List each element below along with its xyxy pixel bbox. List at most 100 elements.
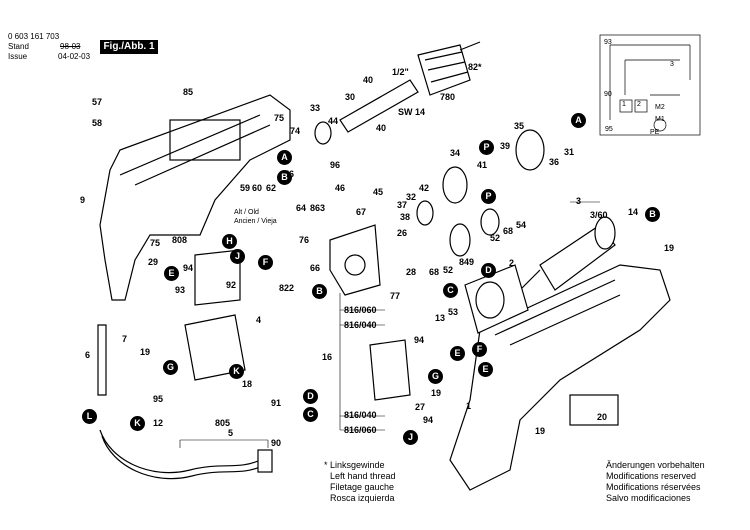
part-label: 52: [443, 265, 454, 275]
part-label: 91: [271, 398, 282, 408]
part-label: 1/2": [392, 67, 409, 77]
part-label: 19: [535, 426, 546, 436]
part-label: 19: [140, 347, 151, 357]
part-label: 76: [299, 235, 310, 245]
part-label: 64: [296, 203, 307, 213]
part-label: 96: [330, 160, 341, 170]
part-label: 39: [500, 141, 511, 151]
part-label: 75: [274, 113, 285, 123]
part-label: 68: [429, 267, 440, 277]
footnote-line: Rosca izquierda: [330, 493, 395, 503]
part-label: 19: [431, 388, 442, 398]
part-label: 77: [390, 291, 401, 301]
part-label: 42: [419, 183, 430, 193]
part-label: 31: [564, 147, 575, 157]
disclaimer-line: Modifications réservées: [606, 482, 701, 492]
part-label: 808: [172, 235, 188, 245]
housing-left-half: [99, 94, 291, 301]
footnote-line: Left hand thread: [330, 471, 396, 481]
part-label: 780: [440, 92, 456, 102]
part-label: 32: [406, 192, 417, 202]
stand-date: 98-03: [60, 42, 81, 51]
part-label: 58: [92, 118, 103, 128]
figure-label: Fig./Abb. 1: [100, 40, 158, 54]
reference-marker: C: [303, 407, 318, 422]
part-label: 94: [414, 335, 425, 345]
reference-marker: A: [571, 113, 586, 128]
part-label: 3: [576, 196, 582, 206]
schematic-label: 90: [604, 91, 612, 98]
part-label: 68: [503, 226, 514, 236]
cable-protector: [97, 324, 107, 396]
part-label: 14: [628, 207, 639, 217]
schematic-label: 93: [604, 39, 612, 46]
part-label: 67: [356, 207, 367, 217]
reference-marker: E: [450, 346, 465, 361]
chuck: [417, 41, 481, 96]
part-label: 6: [85, 350, 91, 360]
part-label: 816/040: [344, 410, 377, 420]
gears: [314, 121, 545, 257]
schematic-label: 3: [670, 61, 674, 68]
stand-label: Stand: [8, 42, 29, 51]
part-label: 45: [373, 187, 384, 197]
footnote-line: Filetage gauche: [330, 482, 395, 492]
reference-marker: D: [481, 263, 496, 278]
part-label: 33: [310, 103, 321, 113]
reference-marker: D: [303, 389, 318, 404]
part-label: 822: [279, 283, 295, 293]
reference-marker: K: [229, 364, 244, 379]
part-label: 26: [397, 228, 408, 238]
part-label: 94: [183, 263, 194, 273]
reference-marker: G: [428, 369, 443, 384]
part-label: 94: [423, 415, 434, 425]
leader-lines: [179, 201, 600, 448]
part-label: 16: [322, 352, 333, 362]
part-label: 7: [122, 334, 128, 344]
disclaimer-line: Salvo modificaciones: [606, 493, 691, 503]
issue-label: Issue: [8, 52, 28, 61]
schematic-label: M2: [655, 104, 665, 111]
part-label: 816/060: [344, 425, 377, 435]
part-label: 57: [92, 97, 103, 107]
part-label: 41: [477, 160, 488, 170]
part-label: 44: [328, 116, 339, 126]
part-label: 18: [242, 379, 253, 389]
reference-marker: F: [472, 342, 487, 357]
part-label: 66: [310, 263, 321, 273]
schematic-label: M1: [655, 116, 665, 123]
reference-marker: J: [403, 430, 418, 445]
part-label: 36: [549, 157, 560, 167]
part-label: 20: [597, 412, 608, 422]
part-label: 93: [175, 285, 186, 295]
part-label: 38: [400, 212, 411, 222]
schematic-label: PE: [650, 129, 660, 136]
part-label: 54: [516, 220, 527, 230]
part-label: 40: [376, 123, 387, 133]
part-label: 40: [363, 75, 374, 85]
part-label: 849: [459, 257, 475, 267]
gearbox-cover: [329, 224, 381, 296]
reference-marker: K: [130, 416, 145, 431]
brush-holder: [369, 339, 411, 401]
reference-marker: G: [163, 360, 178, 375]
part-label: 9: [80, 195, 86, 205]
reference-marker: A: [277, 150, 292, 165]
schematic-label: 95: [605, 126, 613, 133]
part-label: 5: [228, 428, 234, 438]
reference-marker: B: [645, 207, 660, 222]
part-label: 3/60: [590, 210, 608, 220]
reference-marker: C: [443, 283, 458, 298]
part-number: 0 603 161 703: [8, 32, 60, 41]
reference-marker: B: [312, 284, 327, 299]
stator: [464, 264, 529, 334]
part-label: 85: [183, 87, 194, 97]
reference-marker: B: [277, 170, 292, 185]
part-label: 92: [226, 280, 237, 290]
reference-marker: F: [258, 255, 273, 270]
part-label: 2: [509, 258, 515, 268]
reference-marker: E: [164, 266, 179, 281]
part-label: 37: [397, 200, 408, 210]
reference-marker: J: [230, 249, 245, 264]
